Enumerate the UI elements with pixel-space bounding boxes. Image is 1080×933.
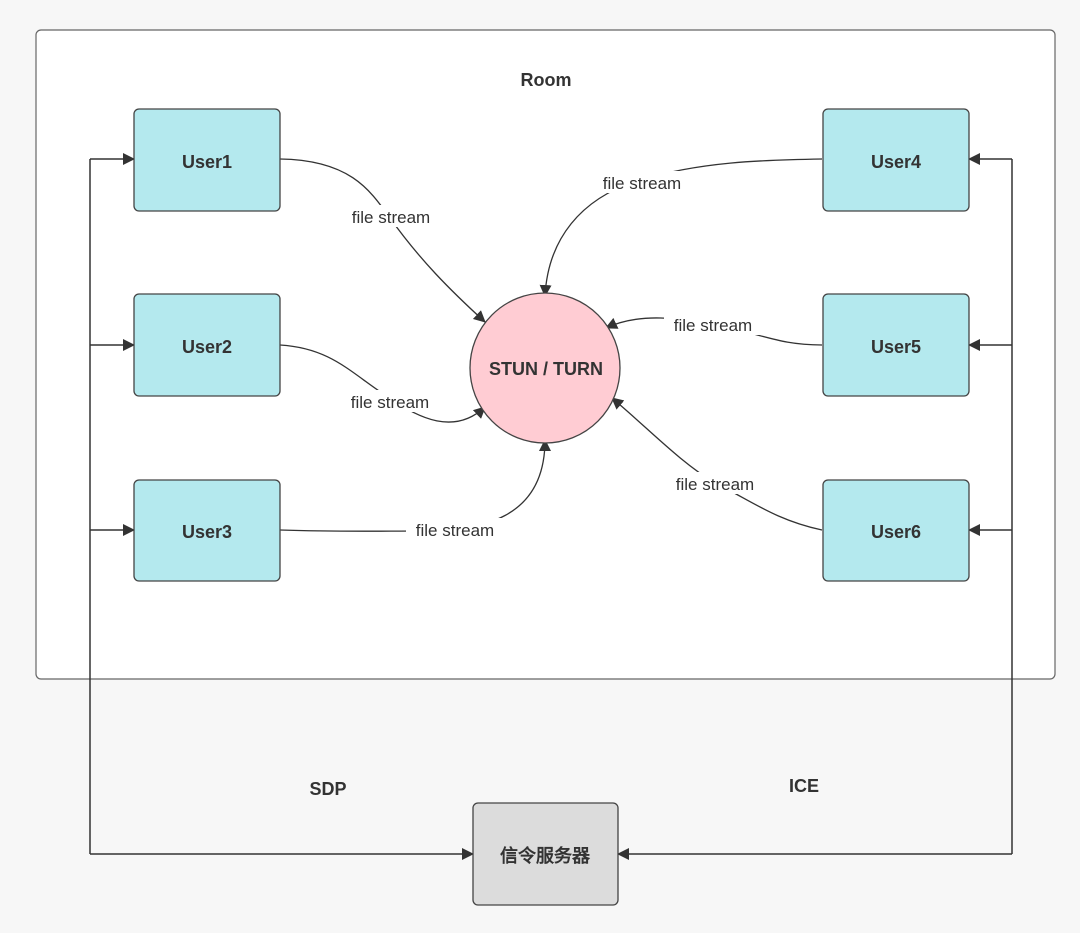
user-node-6[interactable]: User6 — [822, 479, 970, 582]
edge-label-2: file stream — [351, 393, 429, 412]
user-node-1-label: User1 — [182, 152, 232, 172]
relay-node[interactable]: STUN / TURN — [469, 292, 621, 444]
edge-label-6: file stream — [676, 475, 754, 494]
left-signal-bus — [89, 153, 474, 860]
relay-node-label: STUN / TURN — [489, 359, 603, 379]
user-node-2-label: User2 — [182, 337, 232, 357]
edge-label-5: file stream — [674, 316, 752, 335]
user-node-5[interactable]: User5 — [822, 293, 970, 397]
sdp-label: SDP — [309, 779, 346, 799]
ice-label: ICE — [789, 776, 819, 796]
user-node-3[interactable]: User3 — [133, 479, 281, 582]
edge-labels: file stream file stream file stream file… — [340, 171, 764, 540]
user-node-5-label: User5 — [871, 337, 921, 357]
right-signal-bus — [617, 153, 1013, 860]
user-node-3-label: User3 — [182, 522, 232, 542]
signaling-server-node[interactable]: 信令服务器 — [472, 802, 619, 906]
user-node-2[interactable]: User2 — [133, 293, 281, 397]
user-node-6-label: User6 — [871, 522, 921, 542]
signaling-server-label: 信令服务器 — [500, 845, 591, 866]
user-node-4[interactable]: User4 — [822, 108, 970, 212]
room-title: Room — [521, 70, 572, 90]
user-node-1[interactable]: User1 — [133, 108, 281, 212]
edge-label-1: file stream — [352, 208, 430, 227]
user-node-4-label: User4 — [871, 152, 921, 172]
edge-label-4: file stream — [603, 174, 681, 193]
edge-label-3: file stream — [416, 521, 494, 540]
